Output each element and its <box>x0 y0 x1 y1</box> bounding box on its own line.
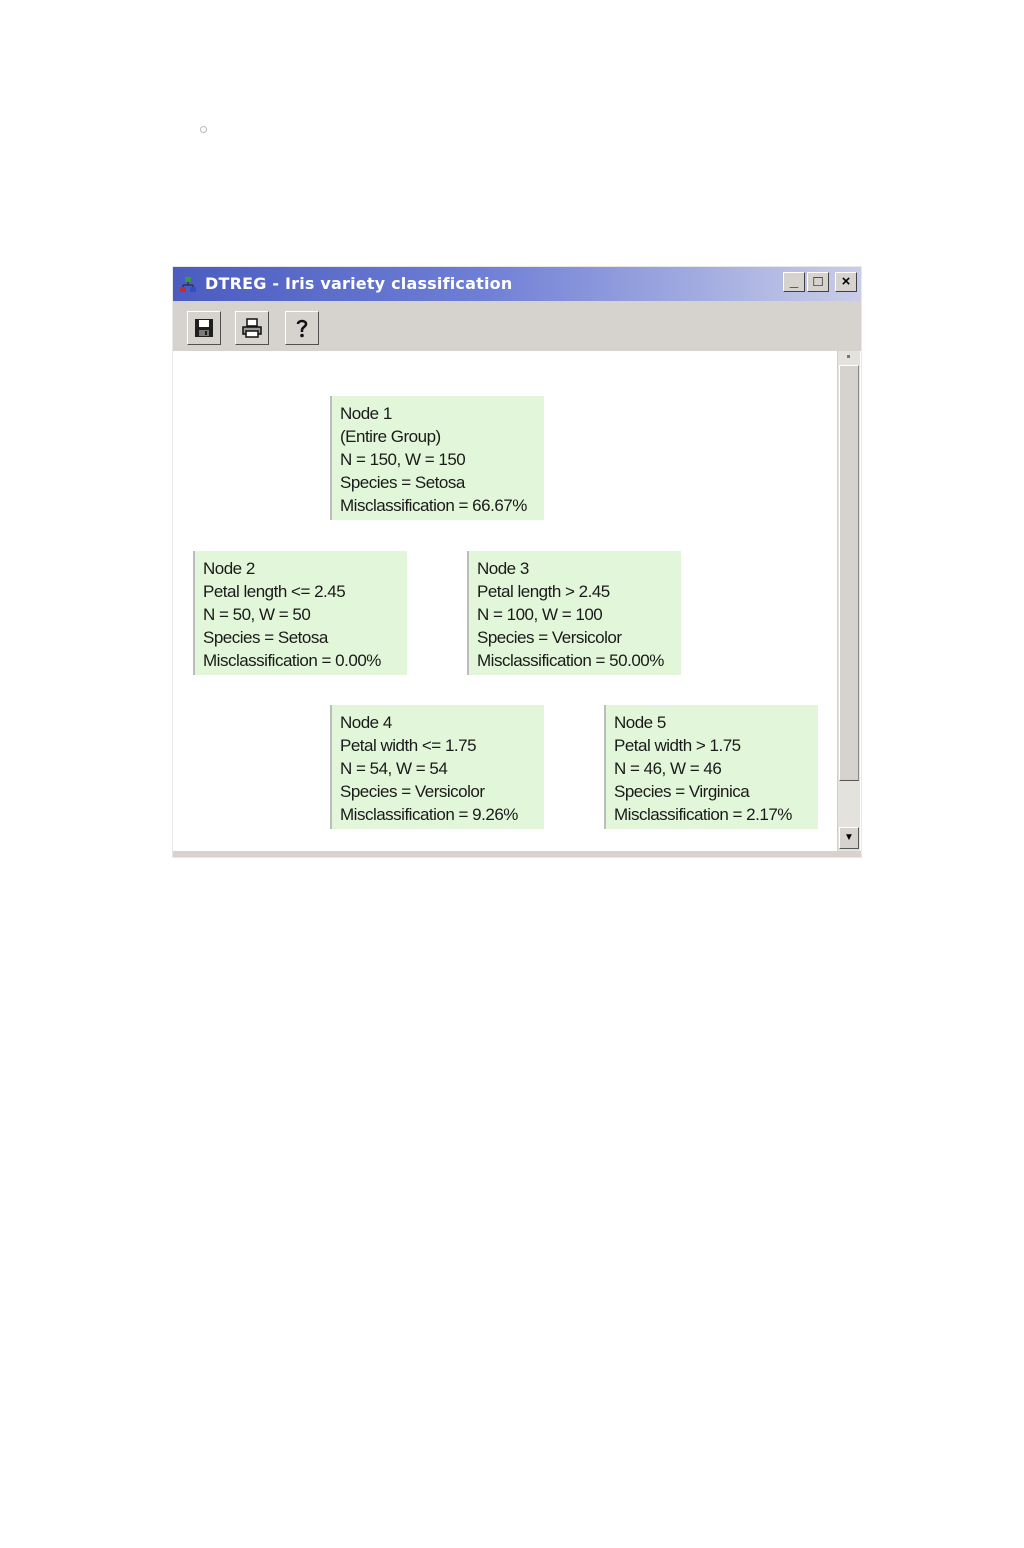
maximize-button[interactable]: □ <box>807 272 829 292</box>
save-icon <box>195 319 213 337</box>
title-bar[interactable]: DTREG - Iris variety classification _ □ … <box>173 267 861 301</box>
node-title: Node 1 <box>340 404 392 423</box>
node-misclassification: Misclassification = 50.00% <box>477 651 664 670</box>
node-misclassification: Misclassification = 9.26% <box>340 805 518 824</box>
node-misclassification: Misclassification = 2.17% <box>614 805 792 824</box>
node-title: Node 2 <box>203 559 255 578</box>
window-title: DTREG - Iris variety classification <box>205 274 513 293</box>
close-button[interactable]: × <box>835 272 857 292</box>
tree-node-5[interactable]: Node 5 Petal width > 1.75 N = 46, W = 46… <box>604 705 818 829</box>
help-icon <box>296 319 308 338</box>
node-species: Species = Setosa <box>340 473 465 492</box>
page-speck <box>200 126 207 133</box>
node-counts: N = 46, W = 46 <box>614 759 722 778</box>
node-title: Node 3 <box>477 559 529 578</box>
help-button[interactable] <box>285 311 319 345</box>
print-button[interactable] <box>235 311 269 345</box>
tree-node-4[interactable]: Node 4 Petal width <= 1.75 N = 54, W = 5… <box>330 705 544 829</box>
tree-app-icon <box>180 277 196 292</box>
scroll-down-button[interactable]: ▼ <box>839 827 859 849</box>
node-species: Species = Versicolor <box>340 782 485 801</box>
node-counts: N = 100, W = 100 <box>477 605 603 624</box>
node-counts: N = 54, W = 54 <box>340 759 448 778</box>
node-split: Petal width > 1.75 <box>614 736 741 755</box>
node-split: Petal length > 2.45 <box>477 582 610 601</box>
node-split: Petal width <= 1.75 <box>340 736 477 755</box>
node-title: Node 4 <box>340 713 392 732</box>
dtreg-window: DTREG - Iris variety classification _ □ … <box>172 266 862 858</box>
node-title: Node 5 <box>614 713 666 732</box>
maximize-icon: □ <box>813 273 823 290</box>
node-counts: N = 150, W = 150 <box>340 450 466 469</box>
node-misclassification: Misclassification = 0.00% <box>203 651 381 670</box>
node-counts: N = 50, W = 50 <box>203 605 311 624</box>
tree-node-3[interactable]: Node 3 Petal length > 2.45 N = 100, W = … <box>467 551 681 675</box>
tree-node-1[interactable]: Node 1 (Entire Group) N = 150, W = 150 S… <box>330 396 544 520</box>
node-species: Species = Virginica <box>614 782 750 801</box>
print-icon <box>242 318 262 338</box>
node-misclassification: Misclassification = 66.67% <box>340 496 527 515</box>
minimize-icon: _ <box>789 273 799 290</box>
scrollbar-thumb[interactable] <box>839 365 859 781</box>
node-species: Species = Setosa <box>203 628 328 647</box>
tree-canvas: Node 1 (Entire Group) N = 150, W = 150 S… <box>173 351 861 851</box>
minimize-button[interactable]: _ <box>783 272 805 292</box>
save-button[interactable] <box>187 311 221 345</box>
chevron-down-icon: ▼ <box>844 832 854 843</box>
tree-node-2[interactable]: Node 2 Petal length <= 2.45 N = 50, W = … <box>193 551 407 675</box>
vertical-scrollbar[interactable]: ▼ <box>837 351 860 851</box>
toolbar <box>173 301 861 351</box>
node-split: (Entire Group) <box>340 427 441 446</box>
node-split: Petal length <= 2.45 <box>203 582 346 601</box>
close-icon: × <box>841 273 851 290</box>
scroll-up-marker[interactable] <box>847 355 850 358</box>
node-species: Species = Versicolor <box>477 628 622 647</box>
